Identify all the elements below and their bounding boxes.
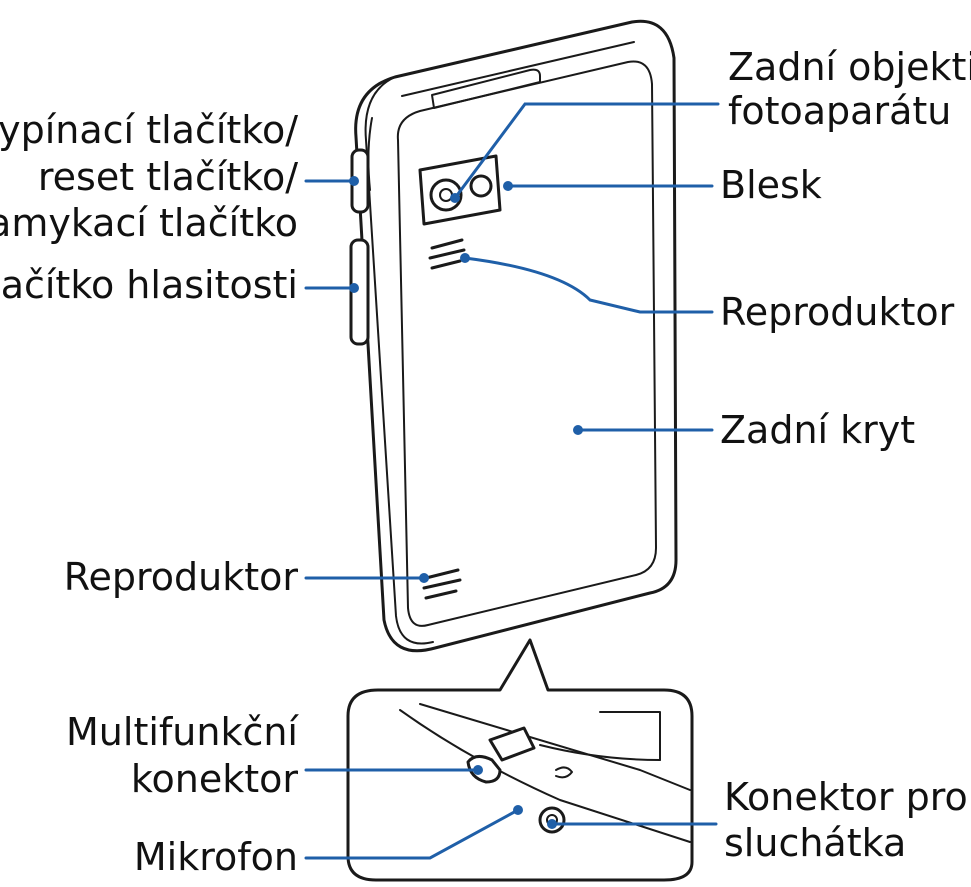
dot-rear-camera [450,193,460,203]
label-power-line3: zamykací tlačítko [0,201,298,245]
label-volume: Tlačítko hlasitosti [0,263,298,307]
label-headset-line1: Konektor pro [724,775,968,819]
label-rear-camera-line2: fotoaparátu [728,89,951,133]
speaker-top-grille [428,238,466,270]
flash-icon [469,174,493,198]
multifunction-connector-port [466,755,502,784]
label-power-line1: Vypínací tlačítko/ [0,108,298,152]
label-mic: Mikrofon [134,835,298,879]
dot-back-cover [573,425,583,435]
dot-power [349,176,359,186]
leader-lines [304,102,720,860]
dot-speaker-top [460,253,470,263]
zoom-callout [346,638,694,882]
label-rear-camera-line1: Zadní objektiv [728,45,971,89]
dot-headset [547,819,557,829]
leader-rear-camera [453,102,720,200]
labels: Zadní objektiv fotoaparátu Vypínací tlač… [0,45,971,879]
leader-mic [304,808,520,860]
dot-speaker-bottom [419,573,429,583]
label-power-line2: reset tlačítko/ [38,155,298,199]
back-cover-panel [396,60,657,627]
label-speaker-top: Reproduktor [720,290,955,334]
speaker-bottom-grille [422,568,462,600]
dot-flash [503,181,513,191]
dot-volume [349,283,359,293]
label-multi-line1: Multifunkční [66,710,299,754]
label-flash: Blesk [720,163,822,207]
label-multi-line2: konektor [131,757,299,801]
label-back-cover: Zadní kryt [720,408,915,452]
dot-mic [513,805,523,815]
label-headset-line2: sluchátka [724,821,906,865]
leader-speaker-top [463,256,714,314]
dot-multi [473,765,483,775]
label-speaker-bottom: Reproduktor [64,555,299,599]
